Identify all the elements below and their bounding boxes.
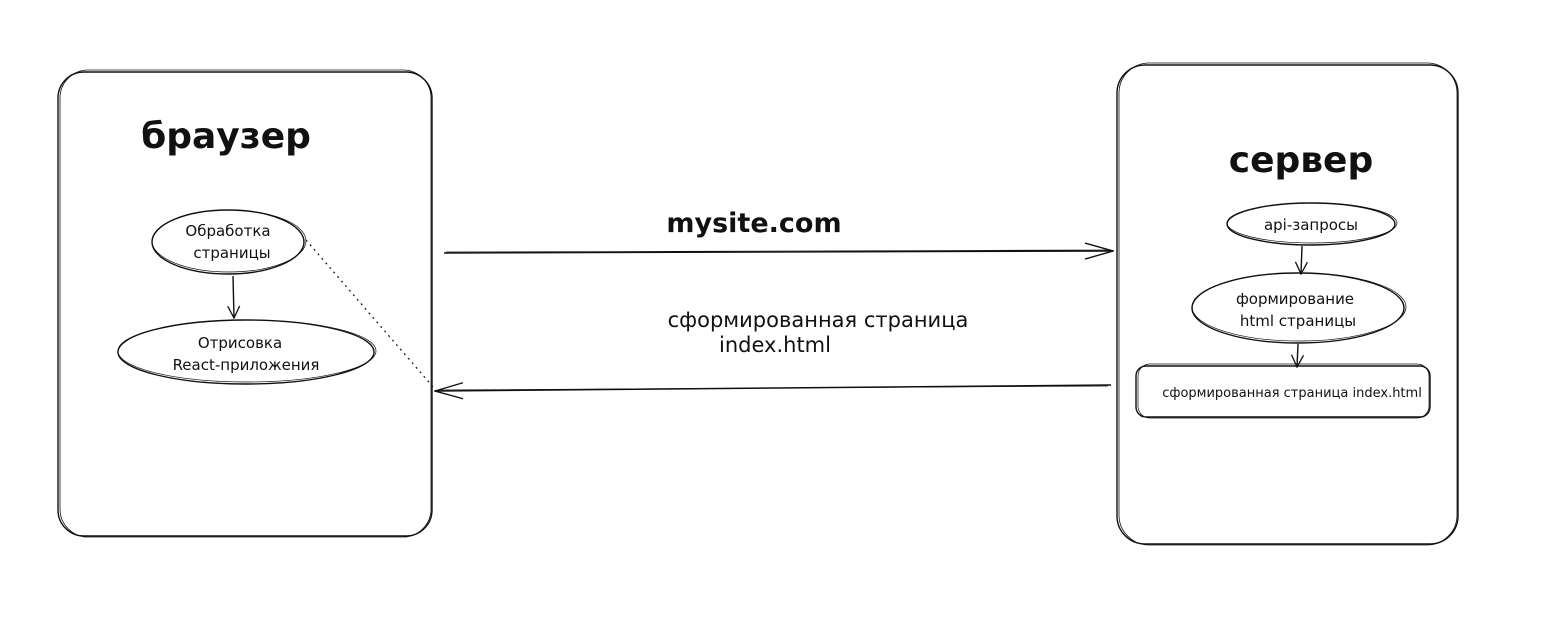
node-html-forming: формирование html страницы bbox=[1191, 272, 1407, 344]
browser-panel: браузер bbox=[57, 69, 433, 538]
request-arrow: mysite.com bbox=[443, 208, 1113, 253]
result-page-box: сформированная страница index.html bbox=[1135, 363, 1431, 419]
response-arrow-label-line2: index.html bbox=[719, 333, 831, 357]
result-page-box-label: сформированная страница index.html bbox=[1162, 386, 1422, 401]
node-react-rendering-line1: Отрисовка bbox=[198, 334, 282, 352]
node-react-rendering: Отрисовка React-приложения bbox=[117, 319, 377, 385]
dotted-connector bbox=[305, 239, 435, 389]
node-page-processing-line2: страницы bbox=[193, 244, 270, 262]
response-arrow: сформированная страница index.html bbox=[435, 308, 1112, 391]
node-page-processing: Обработка страницы bbox=[151, 209, 307, 275]
response-arrow-label-line1: сформированная страница bbox=[668, 308, 969, 332]
arrow-forming-to-result bbox=[1297, 343, 1298, 367]
node-html-forming-line2: html страницы bbox=[1240, 312, 1356, 330]
arrow-processing-to-rendering bbox=[233, 275, 234, 318]
server-title: сервер bbox=[1229, 140, 1374, 181]
node-page-processing-line1: Обработка bbox=[185, 222, 270, 240]
arrow-api-to-forming bbox=[1301, 245, 1302, 274]
server-panel: сервер bbox=[1116, 62, 1459, 546]
node-react-rendering-line2: React-приложения bbox=[173, 356, 320, 374]
node-api-requests-label: api-запросы bbox=[1264, 216, 1358, 234]
request-arrow-label: mysite.com bbox=[666, 208, 841, 239]
browser-title: браузер bbox=[141, 116, 311, 157]
node-html-forming-line1: формирование bbox=[1236, 290, 1354, 308]
node-api-requests: api-запросы bbox=[1226, 202, 1398, 246]
